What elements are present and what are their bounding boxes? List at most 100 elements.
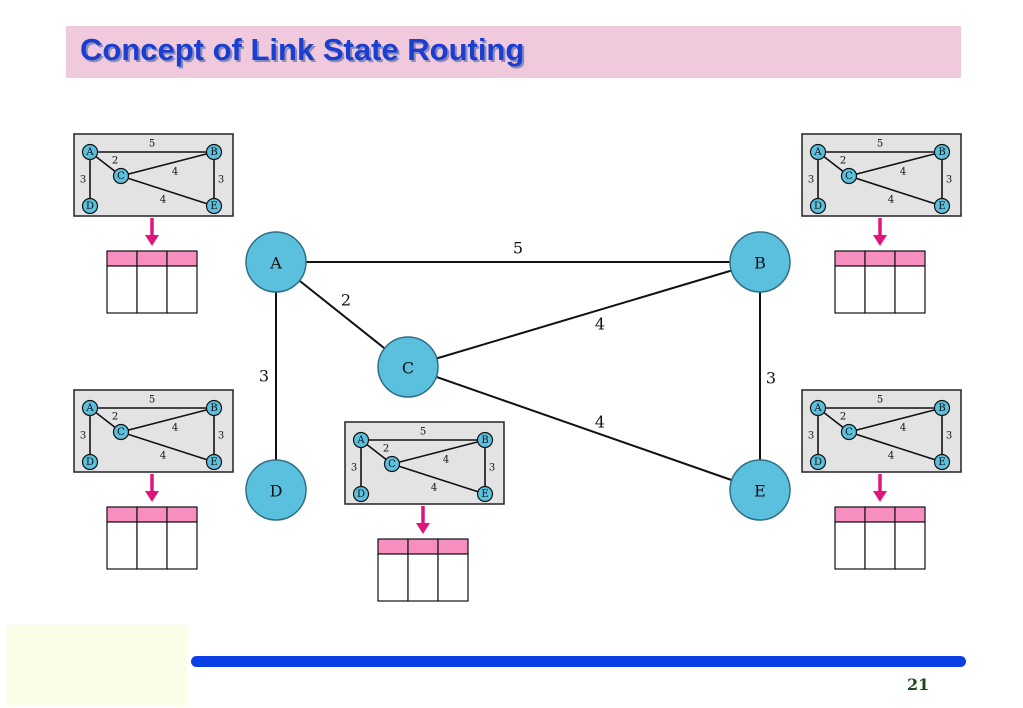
link-C-B [407, 261, 761, 368]
thumb-node-label: B [210, 403, 217, 414]
thumb-link-C-E [848, 175, 943, 207]
thumb-cost-label: 2 [840, 412, 846, 423]
page-number: 21 [907, 675, 930, 694]
thumb-cost-label: 5 [420, 427, 426, 438]
routing-table-cell [864, 265, 896, 314]
network-thumbnail [73, 133, 234, 217]
thumb-node-E [205, 453, 223, 471]
routing-table-cell [106, 521, 138, 570]
corner-decoration [6, 625, 187, 705]
thumb-cost-label: 3 [946, 175, 952, 186]
thumb-node-C [383, 455, 401, 473]
routing-table-cell [166, 265, 198, 314]
thumb-cost-label: 4 [888, 451, 894, 462]
thumb-cost-label: 2 [840, 156, 846, 167]
thumb-node-label: C [117, 171, 125, 182]
down-arrow-head [416, 523, 430, 534]
thumb-node-label: E [481, 489, 488, 500]
thumb-node-B [205, 399, 223, 417]
router-label: D [270, 482, 283, 501]
routing-table-header-cell [894, 506, 926, 523]
thumb-node-E [205, 197, 223, 215]
thumb-link-C-B [391, 439, 486, 465]
routing-table-cell [106, 265, 138, 314]
routing-table-header-cell [834, 250, 866, 267]
thumb-link-C-E [391, 463, 486, 495]
thumb-node-label: D [357, 489, 365, 500]
thumb-cost-label: 4 [443, 455, 449, 466]
thumb-cost-label: 2 [383, 444, 389, 455]
routing-table-cell [437, 553, 469, 602]
thumb-node-A [809, 399, 827, 417]
router-node-D [245, 459, 307, 521]
routing-table-cell [166, 521, 198, 570]
network-thumbnail [801, 133, 962, 217]
down-arrow-head [873, 491, 887, 502]
routing-table-header-cell [106, 250, 138, 267]
thumb-node-B [933, 399, 951, 417]
network-thumbnail [801, 389, 962, 473]
thumb-node-label: E [210, 201, 217, 212]
thumb-node-D [809, 453, 827, 471]
slide-title: Concept of Link State Routing [80, 32, 525, 67]
thumb-cost-label: 4 [900, 423, 906, 434]
thumb-cost-label: 2 [112, 412, 118, 423]
routing-table-cell [894, 521, 926, 570]
routing-table-header-cell [407, 538, 439, 555]
thumb-node-D [81, 453, 99, 471]
thumb-node-B [476, 431, 494, 449]
thumb-node-label: C [845, 171, 853, 182]
routing-table-header-cell [834, 506, 866, 523]
thumb-node-D [81, 197, 99, 215]
thumb-node-B [205, 143, 223, 161]
title-bar: Concept of Link State Routing [66, 26, 961, 78]
thumb-node-label: A [85, 403, 94, 414]
routing-table-cell [834, 521, 866, 570]
thumb-cost-label: 4 [160, 195, 166, 206]
thumb-cost-label: 5 [149, 395, 155, 406]
thumb-cost-label: 3 [946, 431, 952, 442]
router-label: E [754, 482, 766, 501]
routing-table-header-cell [864, 506, 896, 523]
router-label: A [269, 254, 282, 273]
down-arrow-head [873, 235, 887, 246]
routing-table-header-cell [166, 250, 198, 267]
thumb-node-label: C [117, 427, 125, 438]
thumb-link-C-E [120, 175, 215, 207]
thumb-node-label: D [86, 457, 94, 468]
thumb-cost-label: 4 [160, 451, 166, 462]
thumb-node-label: E [210, 457, 217, 468]
thumb-cost-label: 4 [431, 483, 437, 494]
thumb-cost-label: 4 [172, 167, 178, 178]
router-label: B [754, 254, 766, 273]
thumb-node-label: A [356, 435, 365, 446]
thumb-node-label: D [814, 201, 822, 212]
thumb-cost-label: 2 [112, 156, 118, 167]
thumb-node-E [933, 453, 951, 471]
thumb-cost-label: 4 [900, 167, 906, 178]
thumb-node-B [933, 143, 951, 161]
thumb-node-label: D [814, 457, 822, 468]
thumb-node-C [840, 423, 858, 441]
down-arrow-head [145, 491, 159, 502]
thumb-cost-label: 3 [489, 463, 495, 474]
thumb-node-C [112, 167, 130, 185]
link-cost-label: 3 [259, 367, 269, 386]
routing-table-cell [407, 553, 439, 602]
thumb-node-label: B [938, 147, 945, 158]
thumb-node-label: A [813, 147, 822, 158]
thumb-node-E [933, 197, 951, 215]
thumb-cost-label: 5 [877, 395, 883, 406]
thumb-node-A [81, 143, 99, 161]
down-arrow-head [145, 235, 159, 246]
network-thumbnail [344, 421, 505, 505]
thumb-node-C [840, 167, 858, 185]
thumb-node-label: C [388, 459, 396, 470]
thumb-node-D [352, 485, 370, 503]
thumb-cost-label: 5 [149, 139, 155, 150]
